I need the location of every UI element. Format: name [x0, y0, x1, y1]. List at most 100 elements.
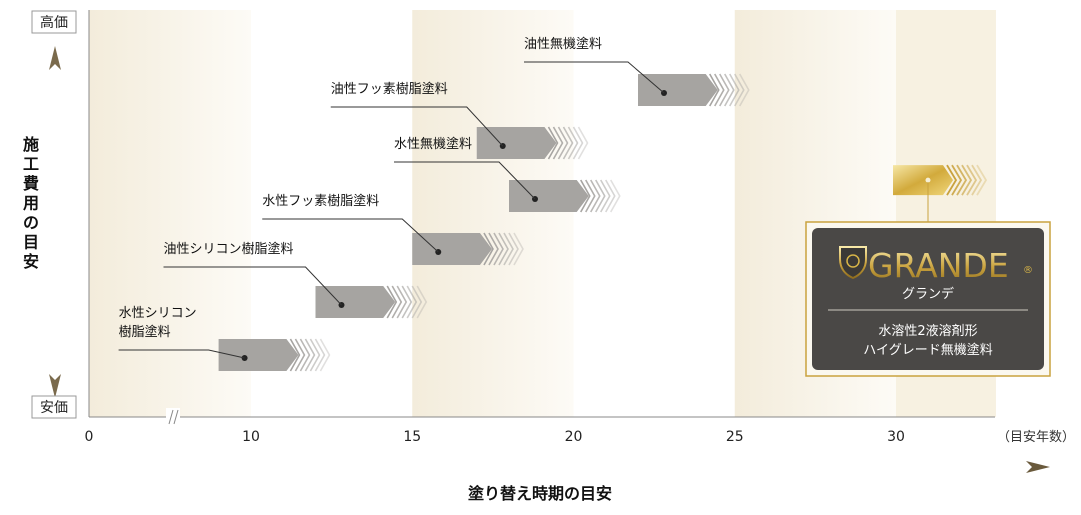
paint-items: 水性シリコン樹脂塗料 油性シリコン樹脂塗料 水性フッ素樹脂塗料 水性無機塗料 油性フッ素…	[118, 36, 750, 372]
leader-line	[330, 106, 504, 147]
bar-chevron	[391, 285, 403, 319]
x-tick-label: 15	[403, 429, 421, 445]
x-tick-label: 30	[887, 429, 905, 445]
bar-chevron	[734, 73, 745, 107]
x-axis-arrow	[89, 461, 1050, 473]
bar-chevron	[605, 179, 616, 213]
bar-chevron	[580, 179, 591, 213]
item-label-line: 油性フッ素樹脂塗料	[331, 81, 448, 97]
y-top-label: 高価	[40, 14, 68, 31]
year-bands	[89, 10, 996, 417]
x-tick-label: 10	[242, 429, 260, 445]
grande-kana: グランデ	[902, 286, 954, 302]
grande-chevron	[971, 164, 983, 196]
bar-chevron	[309, 338, 321, 372]
grande-panel	[812, 228, 1044, 370]
x-axis-label: 塗り替え時期の目安	[468, 484, 612, 503]
bar-chevron	[503, 232, 514, 266]
item-label-line: 油性シリコン樹脂塗料	[164, 241, 294, 257]
shield-icon	[839, 246, 867, 280]
leader-line	[118, 349, 245, 359]
item-label: 油性フッ素樹脂塗料	[331, 81, 448, 97]
y-axis-label-char: 工	[23, 155, 39, 174]
grande-description-line: 水溶性2液溶剤形	[878, 323, 977, 339]
item-label: 水性フッ素樹脂塗料	[262, 193, 379, 209]
y-bottom-label-box: 安価	[31, 395, 77, 419]
y-axis-label-char: 目	[23, 233, 39, 252]
paint-item: 油性フッ素樹脂塗料	[330, 81, 589, 160]
leader-line	[394, 161, 536, 200]
axis-break-mark	[166, 408, 180, 426]
y-axis-label-char: の	[23, 213, 39, 232]
paint-item: 水性フッ素樹脂塗料	[262, 193, 524, 266]
bar-chevron	[557, 126, 569, 160]
paint-item: 水性無機塗料	[394, 136, 621, 213]
bar-chevron	[319, 338, 331, 372]
grande-chevron	[966, 164, 978, 196]
bar-chevron	[386, 285, 398, 319]
year-band	[412, 10, 574, 417]
bar-chevron	[714, 73, 725, 107]
bar-chevron	[585, 179, 596, 213]
bar-chevron	[406, 285, 418, 319]
y-axis-label-char: 用	[23, 194, 39, 213]
duration-bar	[218, 339, 299, 371]
grande-chevron	[956, 164, 968, 196]
leader-line	[524, 61, 665, 94]
bar-chevron	[416, 285, 428, 319]
bar-chevron	[595, 179, 606, 213]
bar-chevron	[401, 285, 413, 319]
duration-bar	[412, 233, 492, 265]
bar-chevron	[314, 338, 326, 372]
x-tick-label: 0	[85, 429, 94, 445]
bar-chevron	[719, 73, 730, 107]
grande-dot	[925, 177, 931, 183]
bar-chevron	[299, 338, 311, 372]
paint-item: 油性無機塗料	[524, 36, 750, 107]
x-unit-label: （目安年数）	[997, 430, 1075, 445]
grande-logo: GRANDE	[868, 246, 1009, 285]
bar-chevron	[488, 232, 499, 266]
item-label-line: 水性シリコン	[119, 306, 197, 321]
y-axis-label-char: 施	[23, 135, 39, 154]
grande-description-line: ハイグレード無機塗料	[863, 342, 992, 358]
bar-chevron	[562, 126, 574, 160]
item-label-line: 樹脂塗料	[119, 324, 171, 340]
item-label: 水性シリコン樹脂塗料	[119, 306, 197, 340]
y-top-label-box: 高価	[31, 10, 77, 34]
paint-item: 油性シリコン樹脂塗料	[163, 241, 428, 319]
item-label-line: 水性フッ素樹脂塗料	[262, 193, 379, 209]
leader-line	[163, 266, 342, 306]
leader-line	[262, 218, 439, 253]
bar-chevron	[289, 338, 301, 372]
duration-bar	[315, 286, 396, 318]
bar-chevron	[577, 126, 589, 160]
item-label: 水性無機塗料	[394, 136, 472, 152]
paint-item: 水性シリコン樹脂塗料	[118, 306, 331, 372]
duration-bar	[638, 74, 718, 106]
bar-chevron	[552, 126, 564, 160]
bar-chevron	[304, 338, 316, 372]
item-label: 油性無機塗料	[524, 36, 602, 52]
bar-chevron	[739, 73, 750, 107]
bar-chevron	[572, 126, 584, 160]
bar-chevron	[610, 179, 621, 213]
bar-chevron	[411, 285, 423, 319]
bar-chevron	[709, 73, 720, 107]
item-label-line: 水性無機塗料	[394, 136, 472, 152]
bar-chevron	[567, 126, 579, 160]
grande-chevron	[976, 164, 988, 196]
bar-chevron	[600, 179, 611, 213]
x-tick-label: 20	[565, 429, 583, 445]
bar-chevron	[729, 73, 740, 107]
bar-chevron	[513, 232, 524, 266]
y-axis-label-char: 費	[23, 174, 39, 193]
duration-bar	[509, 180, 589, 212]
bar-chevron	[590, 179, 601, 213]
bar-chevron	[493, 232, 504, 266]
shield-icon-emblem	[846, 254, 860, 268]
y-bottom-label: 安価	[40, 400, 68, 416]
bar-chevron	[547, 126, 559, 160]
